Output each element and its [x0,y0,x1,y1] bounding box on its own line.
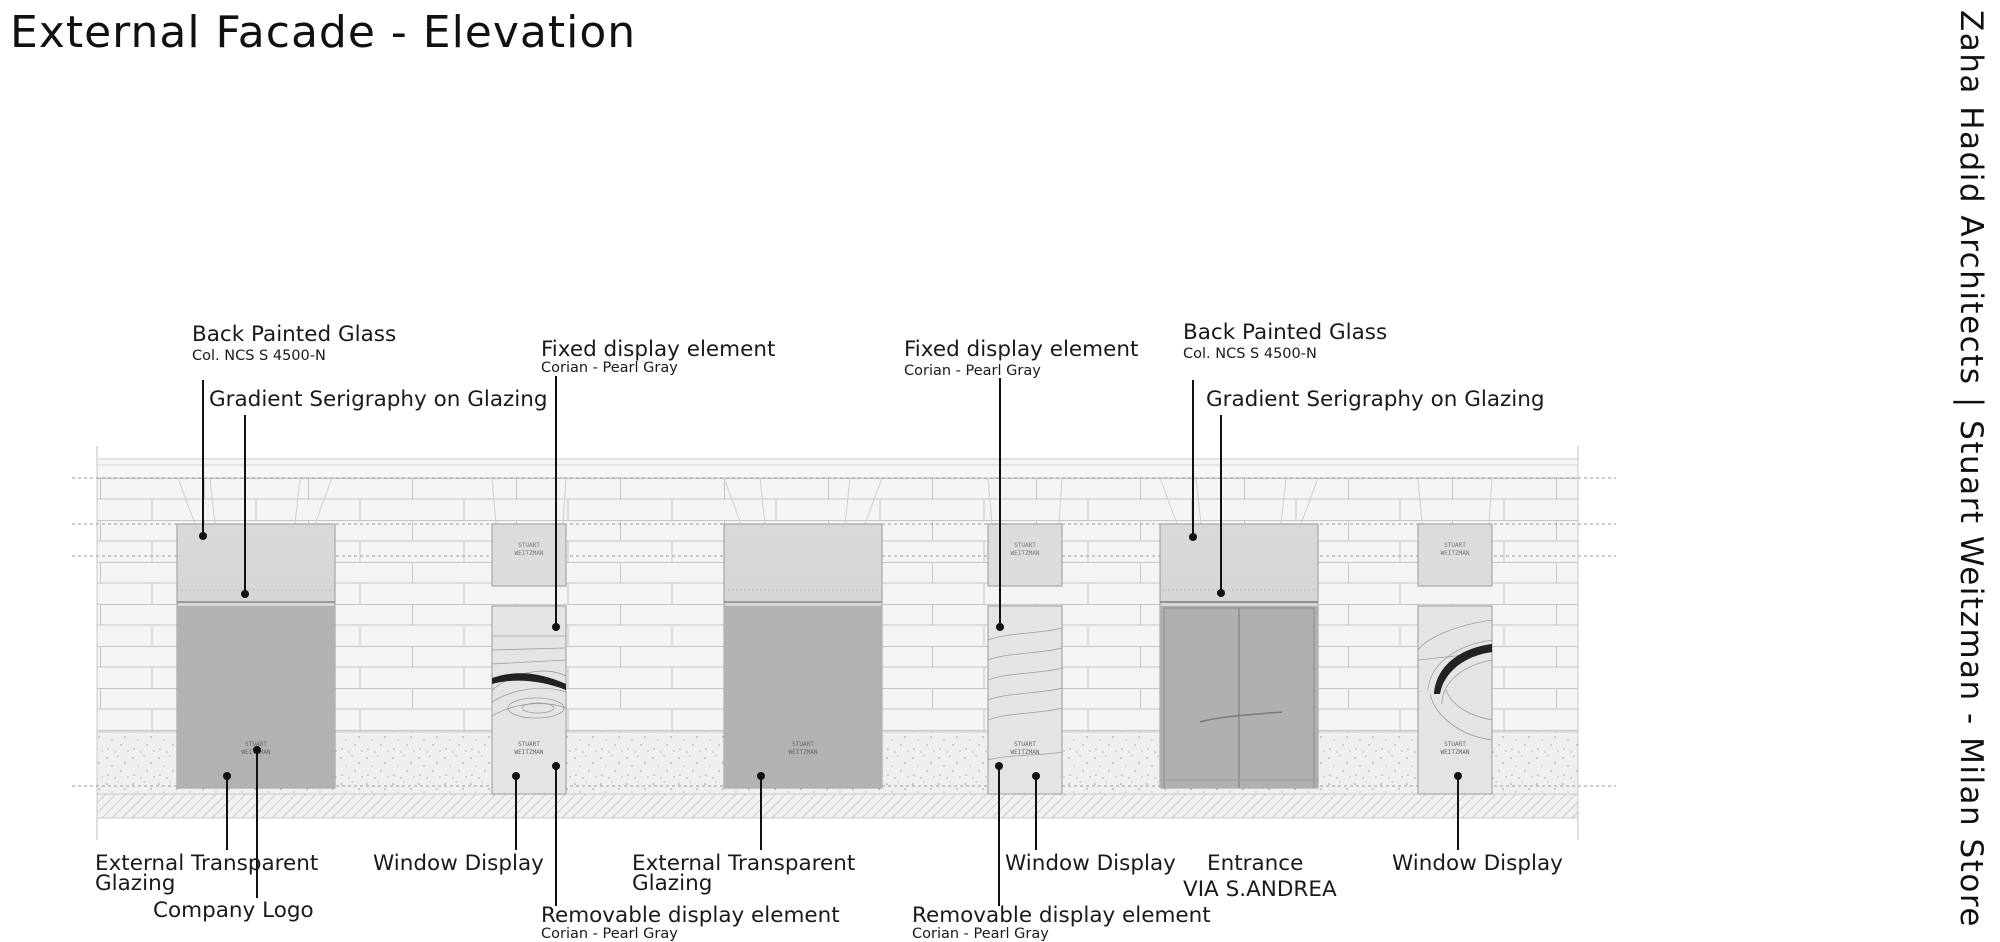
svg-text:WEITZMAN: WEITZMAN [515,749,544,756]
annotation-gradient-serigraphy-right: Gradient Serigraphy on Glazing [1206,387,1545,412]
annotation-fixed-display-2: Fixed display element Corian - Pearl Gra… [904,337,1138,379]
svg-text:VIA S.ANDREA: VIA S.ANDREA [1183,877,1337,902]
annotation-external-glazing-1: External Transparent Glazing [95,851,318,896]
annotation-removable-display-1: Removable display element Corian - Pearl… [541,903,840,942]
annotation-window-display-3: Window Display [1392,851,1563,876]
svg-text:Fixed display element: Fixed display element [541,337,775,362]
project-side-title: Zaha Hadid Architects | Stuart Weitzman … [1953,10,1989,928]
svg-text:Col. NCS S 4500-N: Col. NCS S 4500-N [1183,346,1317,362]
annotation-gradient-serigraphy-left: Gradient Serigraphy on Glazing [209,387,548,412]
annotation-window-display-1: Window Display [373,851,544,876]
facade-cornice [96,458,1579,479]
svg-text:WEITZMAN: WEITZMAN [1011,550,1040,557]
annotation-external-glazing-2: External Transparent Glazing [632,851,855,896]
svg-text:STUART: STUART [1014,542,1036,549]
svg-text:Col. NCS S 4500-N: Col. NCS S 4500-N [192,348,326,364]
svg-text:Entrance: Entrance [1207,851,1303,876]
svg-text:External Transparent: External Transparent [95,851,318,876]
svg-text:Corian - Pearl Gray: Corian - Pearl Gray [912,926,1049,942]
pavement-section [96,793,1579,819]
svg-text:Back Painted Glass: Back Painted Glass [1183,320,1387,345]
svg-text:External Transparent: External Transparent [632,851,855,876]
svg-text:Corian - Pearl Gray: Corian - Pearl Gray [541,360,678,376]
svg-text:STUART: STUART [792,741,814,748]
svg-text:WEITZMAN: WEITZMAN [1441,749,1470,756]
svg-text:WEITZMAN: WEITZMAN [515,550,544,557]
svg-text:STUART: STUART [1014,741,1036,748]
svg-text:STUART: STUART [518,741,540,748]
svg-text:WEITZMAN: WEITZMAN [789,749,818,756]
svg-text:Removable display element: Removable display element [912,903,1211,928]
svg-text:STUART: STUART [1444,542,1466,549]
svg-text:STUART: STUART [1444,741,1466,748]
entrance-door [1159,523,1319,789]
svg-text:Glazing: Glazing [632,871,712,896]
svg-text:Back Painted Glass: Back Painted Glass [192,322,396,347]
annotation-leaders [199,376,1462,906]
window-display-1: STUART WEITZMAN STUART WEITZMAN [491,523,567,795]
annotation-removable-display-2: Removable display element Corian - Pearl… [912,903,1211,942]
svg-text:STUART: STUART [518,542,540,549]
opening-external-glazing-2: STUART WEITZMAN [723,523,883,789]
page-title: External Facade - Elevation [10,7,636,58]
svg-text:WEITZMAN: WEITZMAN [1011,749,1040,756]
svg-text:Corian - Pearl Gray: Corian - Pearl Gray [541,926,678,942]
annotation-back-painted-glass-right: Back Painted Glass Col. NCS S 4500-N [1183,320,1387,362]
svg-text:Fixed display element: Fixed display element [904,337,1138,362]
svg-text:WEITZMAN: WEITZMAN [1441,550,1470,557]
svg-text:Glazing: Glazing [95,871,175,896]
annotation-company-logo: Company Logo [153,898,314,923]
svg-text:STUART: STUART [245,741,267,748]
svg-text:Corian - Pearl Gray: Corian - Pearl Gray [904,363,1041,379]
annotation-window-display-2: Window Display [1005,851,1176,876]
window-display-3: STUART WEITZMAN STUART WEITZMAN [1417,523,1493,795]
annotation-entrance: Entrance VIA S.ANDREA [1183,851,1337,902]
annotation-back-painted-glass-left: Back Painted Glass Col. NCS S 4500-N [192,322,396,364]
svg-text:Removable display element: Removable display element [541,903,840,928]
annotation-fixed-display-1: Fixed display element Corian - Pearl Gra… [541,337,775,376]
